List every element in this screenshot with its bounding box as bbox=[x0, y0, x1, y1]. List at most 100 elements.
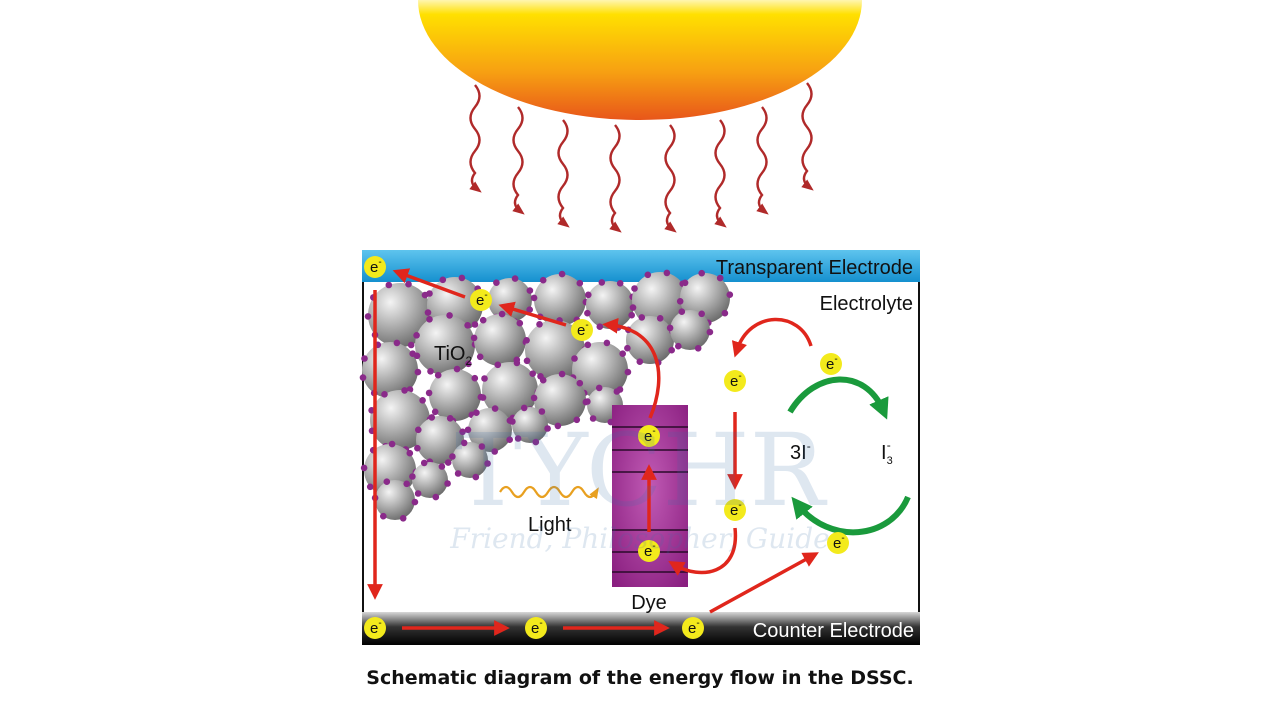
dye-adsorbed-dot bbox=[424, 309, 432, 316]
electron-symbol: e- bbox=[476, 290, 488, 309]
dye-adsorbed-dot bbox=[532, 438, 540, 446]
dye-adsorbed-dot bbox=[726, 291, 734, 299]
dye-adsorbed-dot bbox=[584, 341, 592, 349]
dye-adsorbed-dot bbox=[446, 415, 454, 422]
dye-adsorbed-dot bbox=[644, 271, 652, 279]
dye-adsorbed-dot bbox=[523, 357, 531, 365]
dye-adsorbed-dot bbox=[493, 279, 500, 287]
sunlight-ray bbox=[469, 84, 482, 193]
dye-adsorbed-dot bbox=[484, 460, 491, 467]
arrow-to-electrolyte bbox=[709, 552, 819, 614]
dye-adsorbed-dot bbox=[427, 368, 434, 375]
dye-adsorbed-dot bbox=[585, 291, 592, 299]
dye-adsorbed-dot bbox=[631, 285, 638, 292]
dye-adsorbed-dot bbox=[530, 394, 538, 402]
sunlight-ray bbox=[801, 82, 814, 191]
triiodide-label: I3- bbox=[881, 438, 893, 467]
electron-circle bbox=[724, 499, 746, 521]
electron: e- bbox=[724, 499, 746, 521]
dye-adsorbed-dot bbox=[414, 368, 422, 376]
dye-adsorbed-dot bbox=[405, 280, 412, 288]
electron-symbol: e- bbox=[370, 257, 382, 276]
dye-adsorbed-dot bbox=[471, 321, 479, 328]
tio2-particle bbox=[512, 407, 548, 443]
dye-adsorbed-dot bbox=[438, 463, 446, 470]
arrow-to-electrode bbox=[392, 268, 466, 299]
electron: e- bbox=[638, 540, 660, 562]
tio2-particle bbox=[525, 320, 585, 380]
dye-adsorbed-dot bbox=[530, 294, 538, 302]
dye-adsorbed-dot bbox=[603, 339, 611, 347]
dye-adsorbed-dot bbox=[584, 309, 591, 317]
watermark-brand: TYCHR bbox=[455, 412, 828, 529]
tio2-particle bbox=[429, 369, 481, 421]
electron: e- bbox=[470, 289, 492, 311]
dye-adsorbed-dot bbox=[472, 473, 480, 481]
tio2-particle bbox=[572, 342, 628, 398]
dye-adsorbed-dot bbox=[449, 453, 456, 460]
dye-adsorbed-dot bbox=[656, 315, 664, 322]
dye-adsorbed-dot bbox=[439, 276, 447, 284]
dye-adsorbed-dot bbox=[401, 387, 408, 394]
sunlight-ray bbox=[714, 119, 727, 228]
tio2-particle bbox=[412, 462, 448, 498]
dye-adsorbed-dot bbox=[573, 416, 581, 424]
dye-adsorbed-dot bbox=[385, 281, 393, 289]
electron: e- bbox=[525, 617, 547, 639]
dye-adsorbed-dot bbox=[516, 319, 524, 327]
dye-adsorbed-dot bbox=[676, 298, 684, 305]
dye-adsorbed-dot bbox=[511, 275, 519, 282]
dye-adsorbed-dot bbox=[393, 339, 401, 347]
dye-adsorbed-dot bbox=[624, 368, 632, 376]
dye-adsorbed-dot bbox=[459, 428, 466, 436]
dye-adsorbed-dot bbox=[678, 308, 686, 316]
dye-adsorbed-dot bbox=[558, 370, 566, 378]
arrow-tio2-transfer bbox=[498, 301, 567, 327]
dye-adsorbed-dot bbox=[668, 346, 675, 354]
sunlight-ray bbox=[609, 124, 622, 233]
dye-adsorbed-dot bbox=[359, 374, 367, 381]
electron-symbol: e- bbox=[370, 618, 382, 637]
electron: e- bbox=[682, 617, 704, 639]
electrons: e-e-e-e-e-e-e-e-e-e-e-e- bbox=[364, 256, 849, 639]
dye-adsorbed-dot bbox=[364, 313, 372, 320]
dye-adsorbed-dot bbox=[619, 350, 626, 358]
dye-adsorbed-dot bbox=[470, 334, 478, 342]
sunlight-rays bbox=[469, 82, 814, 233]
dye-adsorbed-dot bbox=[388, 440, 396, 448]
dye-adsorbed-dot bbox=[444, 480, 451, 487]
dye-adsorbed-dot bbox=[446, 312, 453, 319]
dye-adsorbed-dot bbox=[509, 418, 516, 425]
electron: e- bbox=[827, 532, 849, 554]
dye-adsorbed-dot bbox=[498, 310, 506, 318]
electron-circle bbox=[827, 532, 849, 554]
dye-adsorbed-dot bbox=[628, 311, 635, 319]
counter-electrode-label: Counter Electrode bbox=[753, 620, 914, 642]
dye-adsorbed-dot bbox=[411, 498, 419, 506]
dye-adsorbed-dot bbox=[366, 483, 374, 491]
dye-adsorbed-dot bbox=[473, 409, 480, 417]
tio2-particle bbox=[415, 315, 475, 375]
dye-adsorbed-dot bbox=[432, 493, 440, 501]
electron-circle bbox=[724, 370, 746, 392]
tio2-particle bbox=[534, 274, 586, 326]
dye-adsorbed-dot bbox=[464, 322, 471, 329]
dye-adsorbed-dot bbox=[598, 279, 606, 286]
electron-circle bbox=[525, 617, 547, 639]
dye-adsorbed-dot bbox=[554, 422, 562, 430]
dye-adsorbed-dot bbox=[675, 342, 682, 350]
iodide-label: 3I- bbox=[790, 439, 811, 464]
light-label: Light bbox=[528, 514, 572, 536]
sun bbox=[418, 0, 862, 120]
dye-adsorbed-dot bbox=[514, 435, 522, 442]
electron-flow-arrows bbox=[367, 268, 819, 636]
light-wave bbox=[499, 485, 599, 499]
electron-circle bbox=[364, 256, 386, 278]
dye-adsorbed-dot bbox=[663, 269, 671, 277]
dye-adsorbed-dot bbox=[636, 358, 644, 366]
dye-adsorbed-dot bbox=[584, 398, 591, 405]
dye-adsorbed-dot bbox=[491, 448, 499, 455]
electron-circle bbox=[682, 617, 704, 639]
dye-adsorbed-dot bbox=[453, 365, 461, 373]
